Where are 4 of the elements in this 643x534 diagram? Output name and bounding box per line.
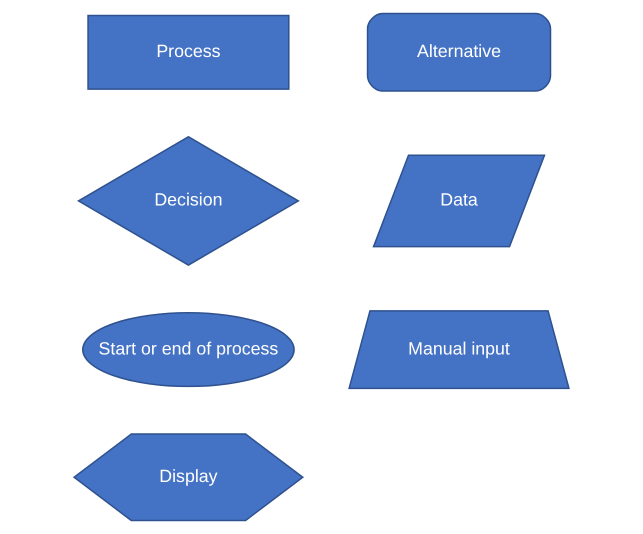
node-ellipse: Start or end of process: [82, 312, 295, 388]
node-box: Alternative: [366, 12, 552, 92]
node-box: Process: [87, 14, 290, 90]
node-diamond: Decision: [77, 136, 300, 266]
